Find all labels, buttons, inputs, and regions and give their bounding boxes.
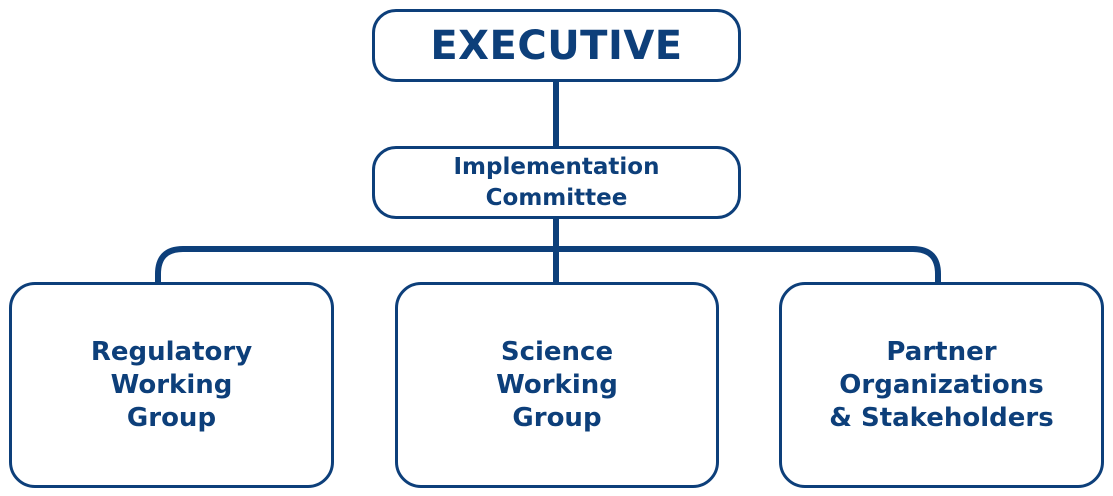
- science-working-group-box: Science Working Group: [395, 282, 719, 488]
- regulatory-working-group-label: Regulatory Working Group: [90, 336, 253, 433]
- implementation-committee-label: Implementation Committee: [453, 153, 660, 211]
- implementation-committee-box: Implementation Committee: [372, 146, 741, 219]
- executive-box: EXECUTIVE: [372, 9, 741, 82]
- science-working-group-label: Science Working Group: [496, 336, 618, 433]
- executive-label: EXECUTIVE: [430, 22, 683, 69]
- partner-organizations-stakeholders-box: Partner Organizations & Stakeholders: [779, 282, 1104, 488]
- partner-organizations-stakeholders-label: Partner Organizations & Stakeholders: [829, 336, 1054, 433]
- regulatory-working-group-box: Regulatory Working Group: [9, 282, 334, 488]
- branch-bus-line: [155, 246, 941, 284]
